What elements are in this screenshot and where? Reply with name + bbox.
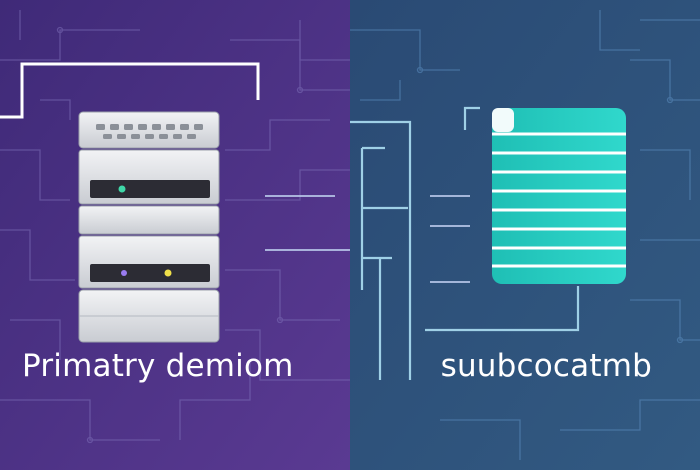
left-caption: Primatry demiom (22, 348, 294, 384)
server-rack-icon (78, 111, 220, 343)
connector-bracket-left (0, 62, 260, 119)
left-circuit-lines (0, 10, 350, 444)
right-caption: suubcocatmb (440, 348, 652, 384)
cross-connectors (265, 195, 470, 283)
right-circuit-lines (350, 10, 700, 460)
connector-tree-right (350, 106, 580, 380)
left-panel (0, 0, 350, 470)
database-stack-icon (492, 108, 626, 284)
